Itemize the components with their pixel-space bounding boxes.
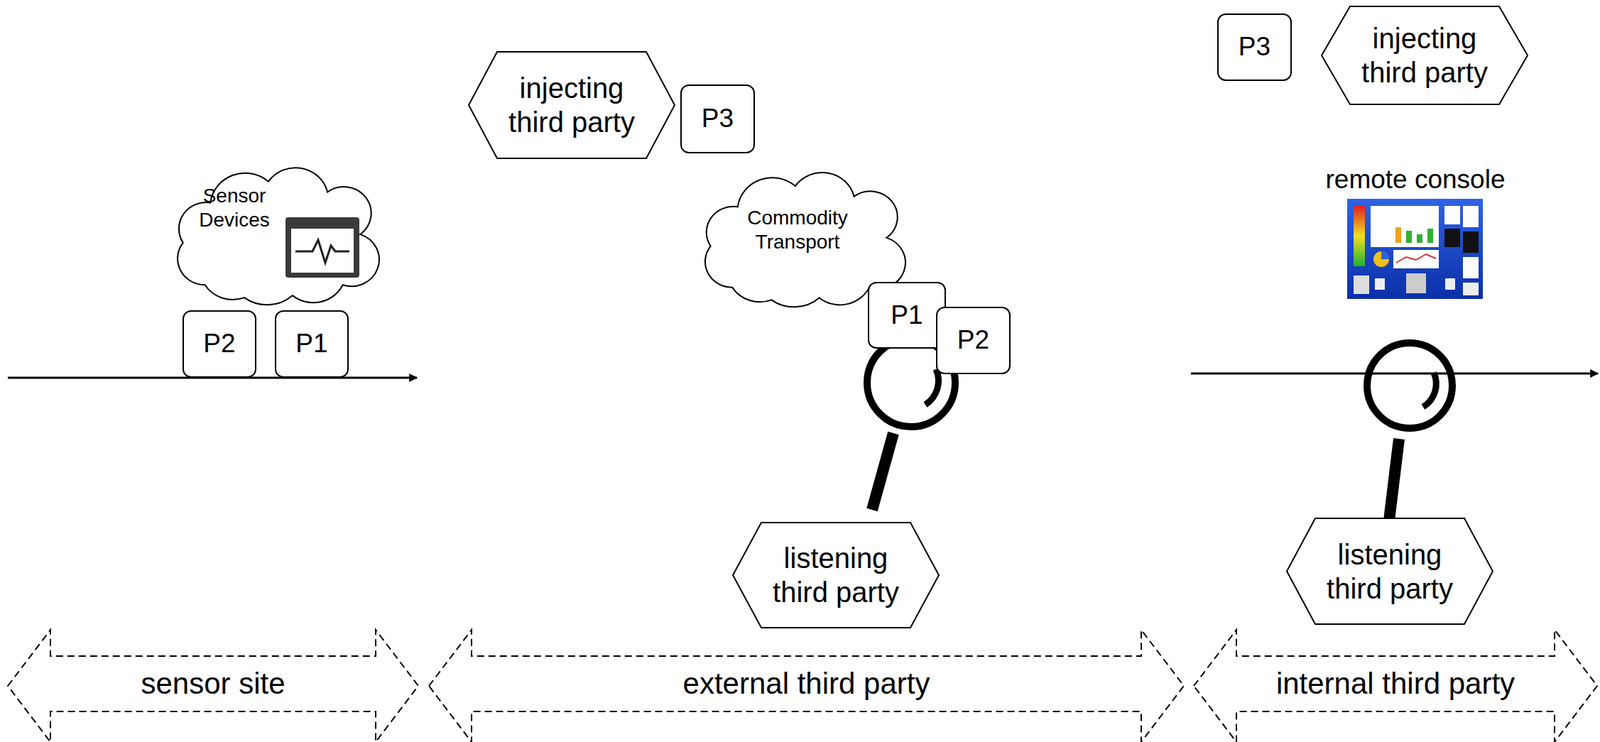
node-label: P1: [890, 299, 923, 331]
packet-box: P3: [1217, 13, 1292, 81]
flow-arrow: [1190, 372, 1598, 375]
zone-band: internal third party: [1193, 629, 1598, 742]
actor-hexagon: injecting third party: [468, 51, 675, 159]
monitor-icon: [285, 217, 360, 278]
node-label: Sensor Devices: [181, 183, 288, 232]
node-outline: [161, 158, 380, 307]
network-cloud: Sensor Devices: [161, 158, 380, 307]
node-label: P2: [957, 324, 990, 356]
packet-box: P2: [935, 306, 1011, 375]
node-label: P3: [701, 102, 734, 135]
actor-hexagon: listening third party: [732, 522, 939, 628]
console-screenshot: [1347, 198, 1483, 299]
magnifier-icon: [1367, 343, 1453, 521]
packet-box: P2: [182, 310, 257, 378]
node-outline: [1321, 6, 1528, 105]
node-label: sensor site: [140, 666, 285, 702]
node-label: Commodity Transport: [717, 205, 878, 254]
node-label: P1: [295, 328, 328, 360]
node-outline: [1286, 518, 1493, 625]
packet-box: P1: [274, 310, 349, 378]
node-label: internal third party: [1276, 666, 1515, 702]
node-label: P2: [203, 328, 236, 360]
node-label: external third party: [683, 666, 931, 702]
zone-band: external third party: [428, 629, 1184, 742]
node-label: injecting third party: [500, 71, 643, 140]
node-outline: [468, 51, 675, 159]
zone-band: sensor site: [7, 629, 419, 742]
actor-hexagon: listening third party: [1286, 518, 1493, 625]
node-label: listening third party: [1318, 537, 1461, 606]
actor-hexagon: injecting third party: [1321, 6, 1528, 105]
packet-box: P1: [867, 281, 946, 349]
node-label: P3: [1238, 31, 1271, 63]
node-outline: [732, 522, 939, 628]
node-label: injecting third party: [1353, 21, 1496, 90]
node-label: listening third party: [764, 541, 907, 610]
packet-box: P3: [680, 84, 755, 154]
console-caption: remote console: [1325, 164, 1506, 195]
